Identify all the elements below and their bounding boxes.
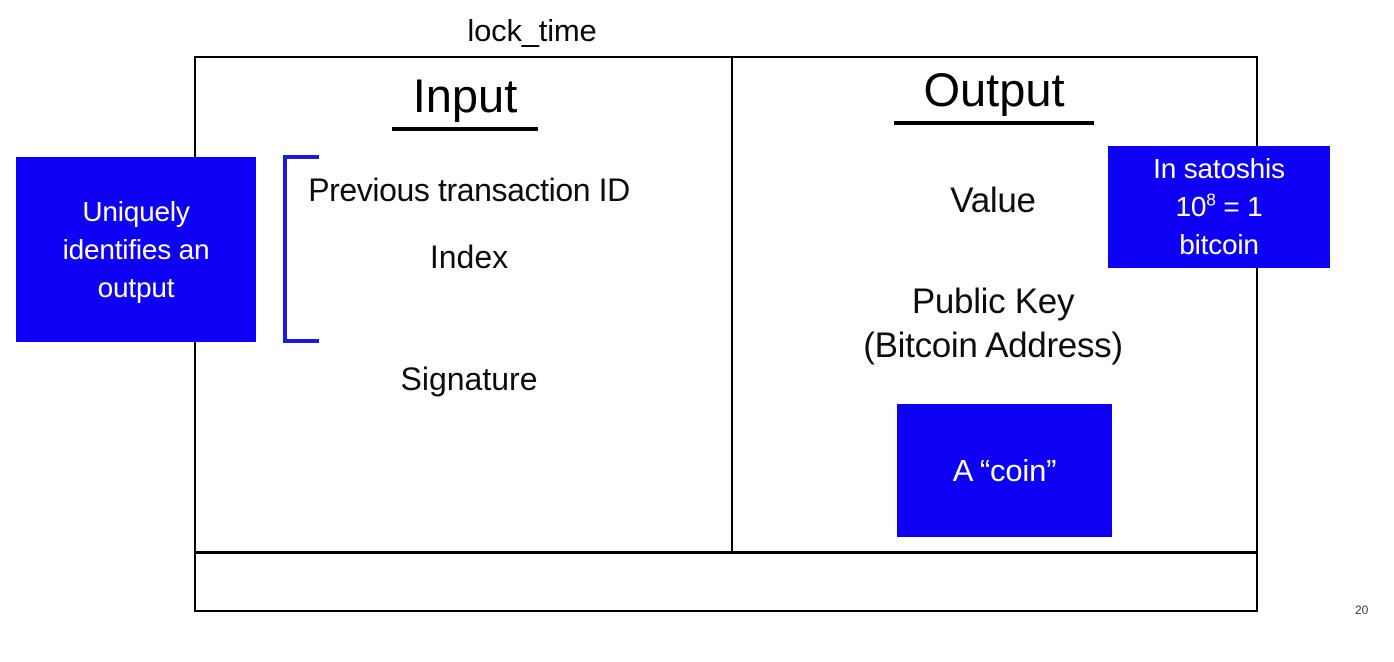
field-previous-transaction-id: Previous transaction ID [308,172,630,208]
field-signature: Signature [400,361,538,397]
column-heading-input: Input [392,68,538,131]
callout-uniquely-line3: output [97,271,175,303]
callout-satoshis-rest: = 1 [1215,191,1263,222]
field-public-key: Public Key (Bitcoin Address) [780,280,1206,368]
locktime-row [194,551,1258,612]
callout-satoshis-base: 10 [1175,191,1207,222]
field-index: Index [429,239,509,275]
page-number: 20 [1355,603,1369,617]
callout-uniquely-line1: Uniquely [82,195,190,227]
field-public-key-line2: (Bitcoin Address) [863,326,1123,365]
callout-uniquely-identifies-output: Uniquely identifies an output [16,157,256,342]
callout-in-satoshis: In satoshis 108 = 1 bitcoin [1108,146,1330,268]
callout-satoshis-line3: bitcoin [1179,229,1259,260]
field-value: Value [950,181,1036,220]
callout-satoshis-exponent: 8 [1206,189,1216,210]
field-lock-time: lock_time [467,13,597,48]
input-group-bracket [283,155,319,343]
callout-satoshis-line2: 108 = 1 [1176,188,1263,226]
callout-a-coin: A “coin” [897,404,1112,537]
field-public-key-line1: Public Key [911,282,1075,321]
callout-uniquely-line2: identifies an [62,233,210,265]
callout-satoshis-line1: In satoshis [1153,153,1285,184]
column-heading-output: Output [894,62,1094,125]
callout-coin-line1: A “coin” [952,452,1057,488]
column-divider [731,58,733,551]
